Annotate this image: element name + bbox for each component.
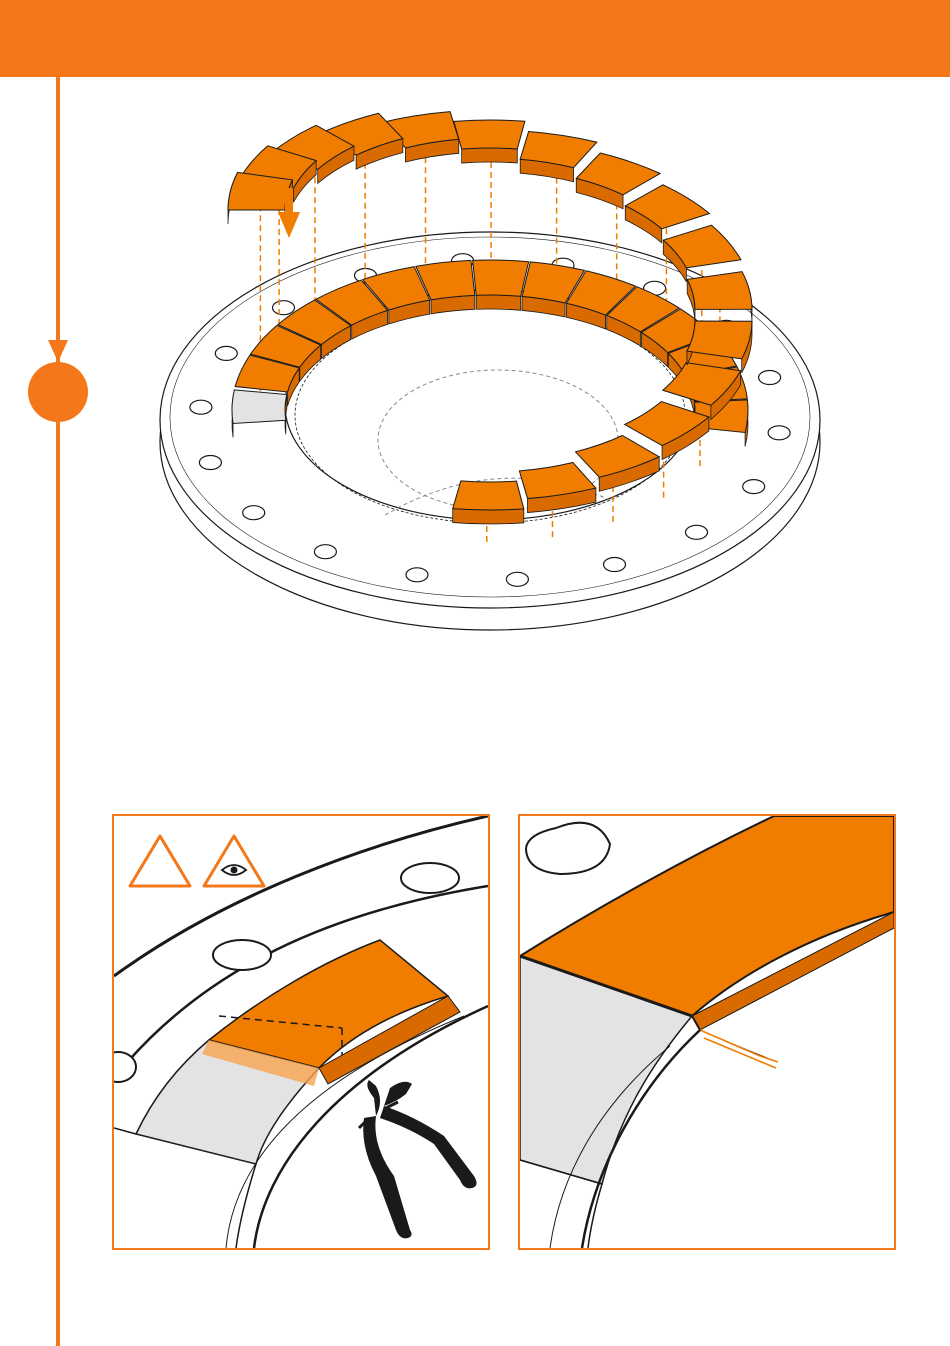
installed-segment	[473, 260, 529, 310]
detail-panel-trim	[112, 814, 490, 1250]
bolt-hole	[759, 371, 781, 385]
warning-triangle-icon	[130, 836, 190, 886]
bolt-hole	[506, 572, 528, 586]
bolt-hole	[768, 426, 790, 440]
bolt-hole	[273, 301, 295, 315]
flange-detail	[526, 823, 610, 874]
side-cutter-pliers-icon	[359, 1080, 477, 1238]
lifted-segment	[454, 120, 525, 163]
eye-warning-icon	[204, 836, 264, 886]
header-bar	[0, 0, 950, 77]
bolt-hole	[190, 400, 212, 414]
detail-panel-fitted	[518, 814, 896, 1250]
bolt-hole	[199, 456, 221, 470]
bolt-hole	[215, 346, 237, 360]
bolt-hole	[243, 506, 265, 520]
bolt-hole	[406, 568, 428, 582]
bolt-hole	[686, 525, 708, 539]
lifted-segment	[453, 481, 524, 524]
timeline-line	[56, 77, 60, 1346]
main-figure	[150, 110, 830, 670]
bolt-hole	[314, 545, 336, 559]
bolt-hole	[604, 558, 626, 572]
step-marker	[28, 362, 88, 422]
timeline-arrow-icon	[48, 340, 68, 362]
bolt-hole	[743, 480, 765, 494]
